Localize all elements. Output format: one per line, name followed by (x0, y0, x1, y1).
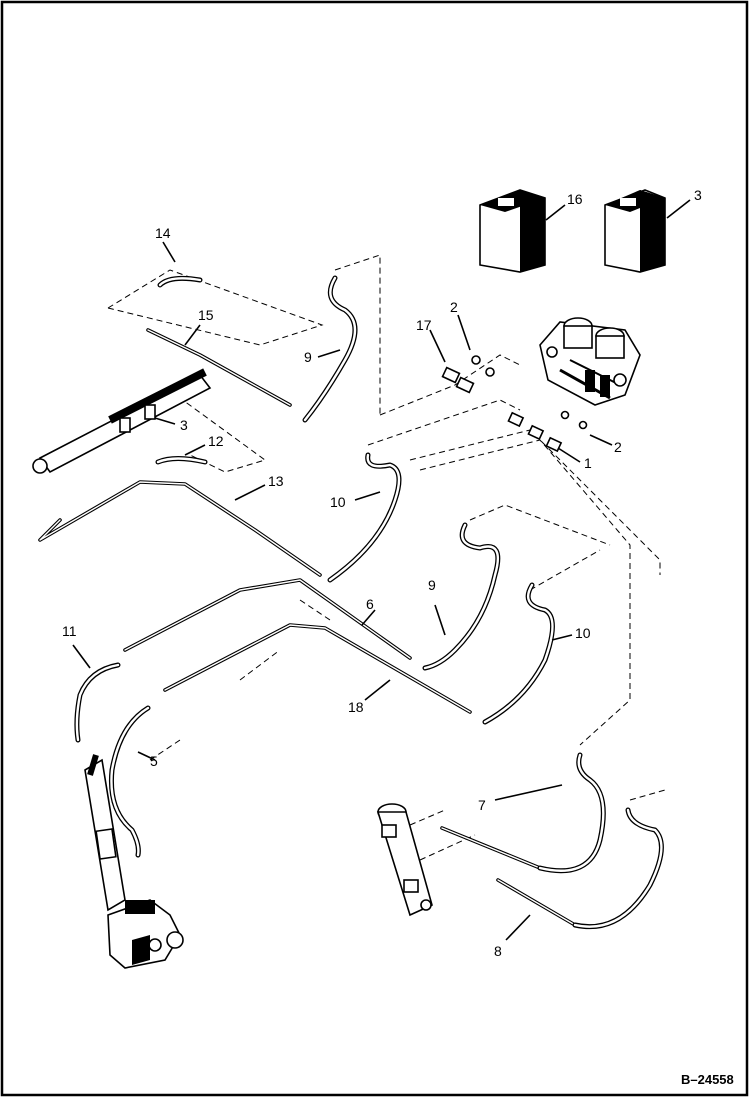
seal-kit-4 (604, 189, 666, 273)
hose-9-upper (302, 275, 358, 423)
callout-3: 3 (180, 417, 188, 433)
callout-17: 16 (567, 191, 583, 207)
callout-15: 15 (198, 307, 214, 323)
callout-18: 18 (348, 699, 364, 715)
callout-12: 12 (208, 433, 224, 449)
callout-2-upper: 2 (450, 299, 458, 315)
callout-8: 8 (494, 943, 502, 959)
control-valve (539, 317, 641, 406)
hose-9-lower (422, 522, 501, 671)
callout-9-lower: 9 (428, 577, 436, 593)
callout-16: 17 (416, 317, 432, 333)
fittings-1 (507, 410, 588, 453)
hose-5 (108, 705, 151, 858)
leader-lines (72, 199, 691, 941)
hose-7 (440, 752, 606, 874)
callout-4: 3 (694, 187, 702, 203)
callout-5: 5 (150, 753, 158, 769)
lift-cylinder-left (84, 754, 184, 969)
callout-14: 14 (155, 225, 171, 241)
callout-11: 11 (62, 623, 77, 639)
tube-6 (123, 578, 412, 660)
fittings-16 (441, 355, 495, 394)
callout-10-upper: 10 (330, 494, 346, 510)
callout-1: 1 (584, 455, 592, 471)
figure-reference: B–24558 (681, 1072, 734, 1087)
hose-11 (74, 662, 121, 743)
callout-9-upper: 9 (304, 349, 312, 365)
callout-2-lower: 2 (614, 439, 622, 455)
lift-cylinder-right (376, 803, 433, 917)
hose-12 (155, 456, 208, 465)
hose-14 (157, 275, 203, 288)
hose-10-upper (327, 452, 402, 583)
hose-8 (496, 807, 664, 930)
tube-13 (38, 480, 322, 577)
tube-15 (146, 328, 292, 407)
hose-10-lower (482, 582, 555, 725)
tilt-cylinder (32, 368, 212, 474)
callouts: 16 3 14 15 9 17 2 3 12 13 10 1 2 6 9 10 … (62, 187, 702, 959)
callout-13: 13 (268, 473, 284, 489)
tube-18 (163, 623, 472, 714)
callout-7: 7 (478, 797, 486, 813)
callout-6: 6 (366, 596, 374, 612)
seal-kit-17 (479, 189, 546, 273)
callout-10-lower: 10 (575, 625, 591, 641)
